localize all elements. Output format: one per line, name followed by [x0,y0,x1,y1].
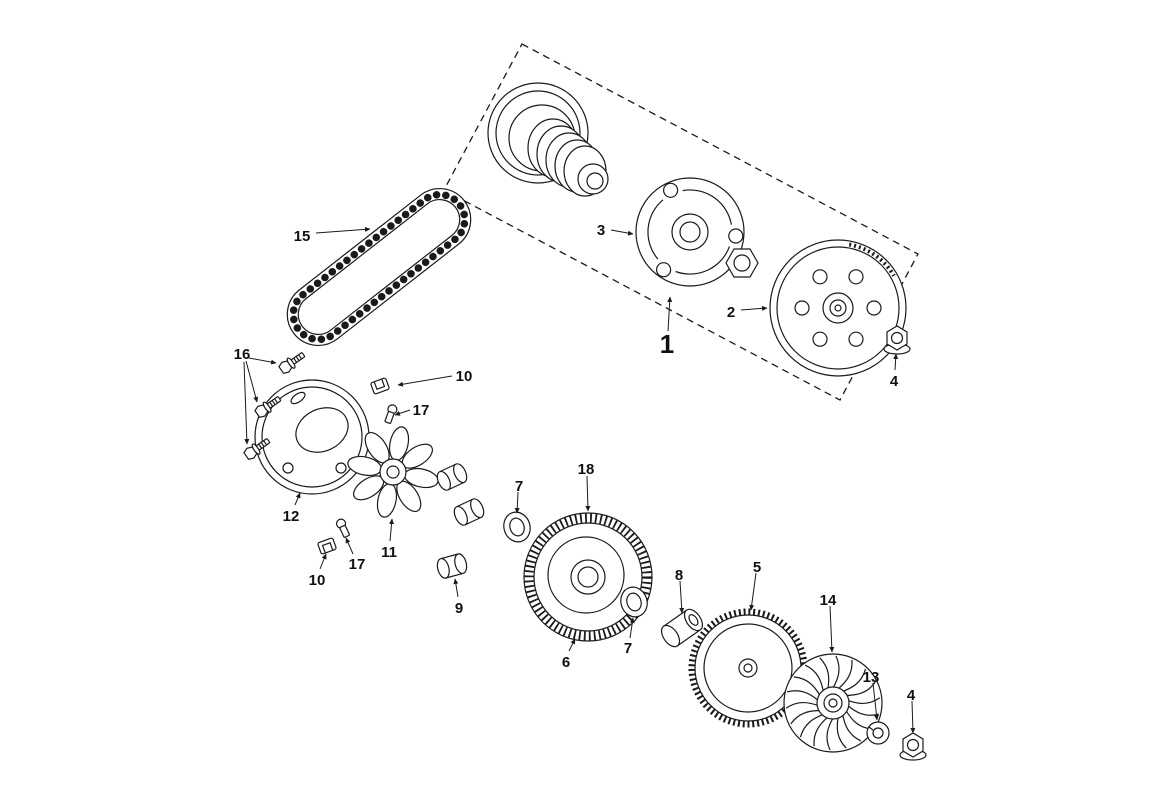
callout-3: 3 [597,222,605,239]
callout-10-top: 10 [456,368,473,385]
callout-4-top: 4 [890,373,899,390]
fan-drive-face [783,653,883,753]
callout-11: 11 [381,544,397,561]
callout-4-bottom: 4 [907,687,916,704]
callout-18: 18 [578,461,595,478]
callout-labels: 15 16 3 2 4 10 17 12 17 10 11 9 7 18 6 7… [234,222,916,704]
callout-8: 8 [675,567,683,584]
assembly-boundary-box [443,43,919,401]
slide-piece-top [382,403,399,425]
spacer-bushing [660,608,704,648]
clutch-shoe-assembly [635,177,745,287]
slider-bottom [316,537,338,555]
callout-17-bottom: 17 [349,556,366,573]
callout-9: 9 [455,600,463,617]
callout-12: 12 [283,508,300,525]
callout-2: 2 [727,304,735,321]
clutch-lock-nut [725,248,759,278]
washer-upper [499,508,535,546]
callout-15: 15 [294,228,311,245]
callout-6: 6 [562,654,570,671]
special-washer [866,721,890,745]
callout-7-lower: 7 [624,640,632,657]
movable-drive-face [523,512,653,642]
callout-13: 13 [863,669,880,686]
drive-belt [286,187,472,347]
leader-lines [243,226,916,734]
callout-17-top: 17 [413,402,430,419]
assembly-callout-1: 1 [660,329,674,359]
weight-rollers [434,461,487,581]
callout-5: 5 [753,559,761,576]
driven-pulley-spring [487,82,609,197]
slide-piece-bottom [334,517,352,539]
cooling-fan [345,424,441,520]
callout-7-upper: 7 [515,478,523,495]
flange-nut-top [883,325,911,355]
ramp-plate [254,379,370,495]
slider-top [369,377,391,395]
callout-10-bottom: 10 [309,572,326,589]
callout-14: 14 [820,592,837,609]
flange-nut-bottom [899,732,927,761]
callout-16: 16 [234,346,251,363]
clutch-bell [769,239,907,377]
